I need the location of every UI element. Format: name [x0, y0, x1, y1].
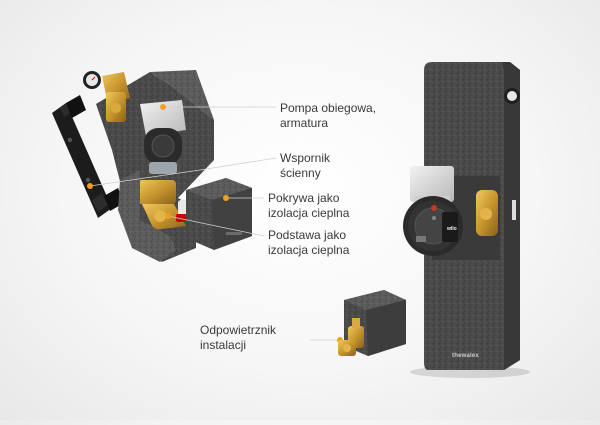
- label-cover: Pokrywa jako izolacja cieplna: [268, 191, 349, 221]
- brand-mark: thewalex: [452, 353, 479, 359]
- insulation-base: [118, 170, 176, 262]
- callout-dot-cover: [223, 195, 229, 201]
- wall-bracket: [52, 95, 124, 218]
- label-vent: Odpowietrznik instalacji: [200, 323, 276, 353]
- label-bracket-line2: ścienny: [280, 166, 321, 180]
- label-bracket: Wspornik ścienny: [280, 151, 330, 181]
- insulation-cover: [186, 178, 252, 250]
- label-cover-line1: Pokrywa jako: [268, 191, 340, 205]
- air-vent-assembly: [338, 290, 406, 356]
- callout-dot-base: [165, 213, 171, 219]
- label-base-line1: Podstawa jako: [268, 228, 347, 242]
- label-vent-line2: instalacji: [200, 338, 247, 352]
- label-pump-line1: Pompa obiegowa,: [280, 101, 377, 115]
- label-vent-line1: Odpowietrznik: [200, 323, 277, 337]
- pump-brand-mark: wilo: [447, 226, 457, 232]
- callout-dot-pump: [160, 104, 166, 110]
- pump-and-valves: [83, 71, 194, 230]
- label-pump-line2: armatura: [280, 116, 329, 130]
- label-base-line2: izolacja cieplna: [268, 243, 350, 257]
- label-base: Podstawa jako izolacja cieplna: [268, 228, 349, 258]
- label-cover-line2: izolacja cieplna: [268, 206, 350, 220]
- callout-lines: [89, 106, 340, 341]
- label-pump: Pompa obiegowa, armatura: [280, 101, 376, 131]
- exploded-assembly: [52, 70, 252, 262]
- label-bracket-line1: Wspornik: [280, 151, 331, 165]
- assembled-unit: [403, 62, 530, 378]
- callout-dot-bracket: [87, 183, 93, 189]
